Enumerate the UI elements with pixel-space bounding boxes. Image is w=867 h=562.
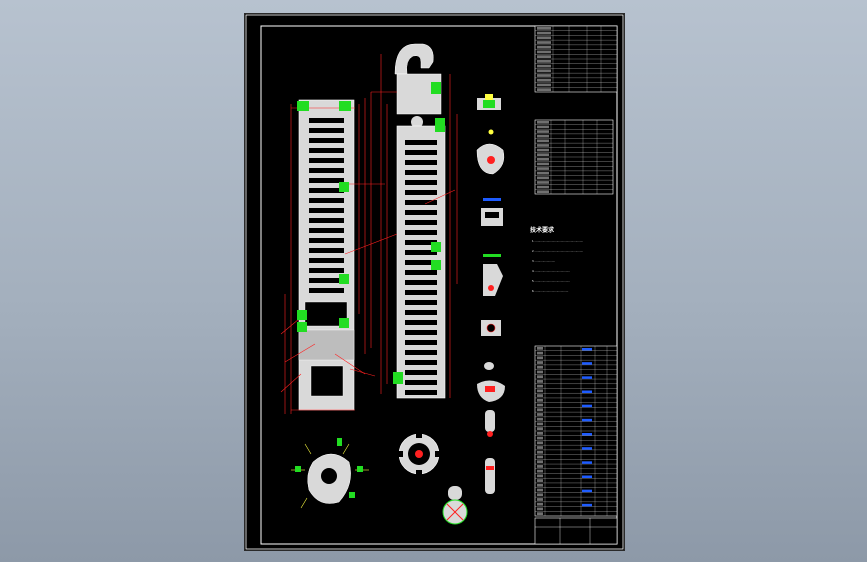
drawing-sheet: 技术要求 1. ................................… — [244, 13, 625, 551]
bottom-views — [291, 432, 468, 525]
parts-list-table — [534, 345, 618, 517]
note-line: 4. .....................................… — [532, 269, 570, 273]
note-line: 3. ........................ — [532, 259, 555, 263]
note-line: 1. .....................................… — [532, 239, 583, 243]
note-line: 2. .....................................… — [532, 249, 583, 253]
table-mid-right — [534, 119, 614, 195]
technical-notes: 技术要求 1. ................................… — [530, 226, 583, 293]
dimension-lines — [280, 54, 458, 414]
left-column-part — [298, 99, 355, 411]
right-column-part — [394, 43, 446, 399]
note-line: 5. .....................................… — [532, 279, 570, 283]
title-block — [534, 517, 618, 545]
section-views — [476, 94, 505, 494]
notes-title: 技术要求 — [530, 226, 555, 234]
fit-markers — [297, 82, 445, 384]
cad-drawing-canvas: 技术要求 1. ................................… — [245, 14, 624, 550]
table-top-right — [534, 25, 618, 93]
inner-frame — [260, 25, 618, 545]
outer-frame — [245, 14, 624, 550]
note-line: 6. .....................................… — [532, 289, 568, 293]
